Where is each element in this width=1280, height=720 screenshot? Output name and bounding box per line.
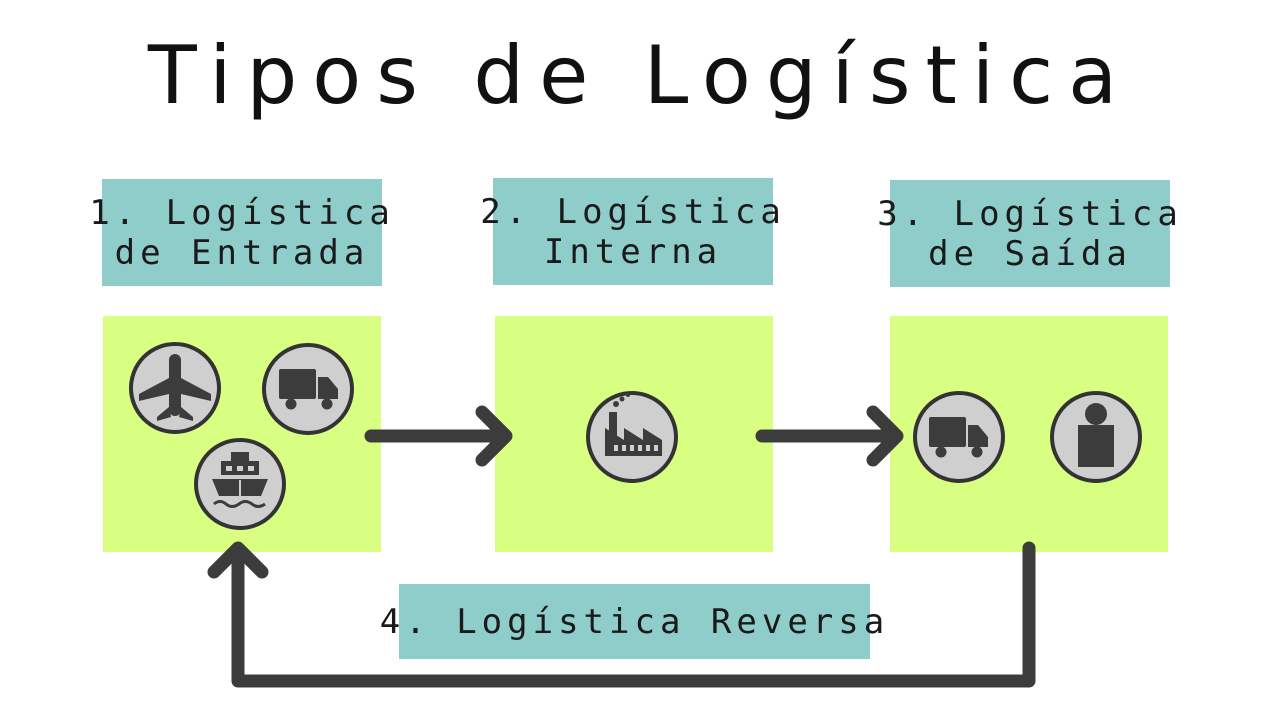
stage-2-label: 2. Logística Interna [480, 178, 781, 285]
stage-1-label-line2: de Entrada [114, 232, 370, 273]
stage-3-label-line1: 3. Logística [877, 193, 1183, 234]
truck-icon [262, 343, 354, 435]
stage-3-label-line2: de Saída [928, 233, 1132, 274]
reverse-logistics-label-text: 4. Logística Reversa [379, 601, 890, 642]
factory-icon [586, 391, 678, 483]
stage-2-label-line2: Interna [543, 231, 723, 272]
stage-2-label-line1: 2. Logística [480, 191, 786, 232]
stage-1-label-line1: 1. Logística [89, 192, 395, 233]
reverse-logistics-label: 4. Logística Reversa [380, 584, 884, 659]
ship-icon [194, 438, 286, 530]
page-title: Tipos de Logística [147, 29, 1133, 122]
arrow-1-to-2 [364, 405, 513, 467]
arrow-2-to-3 [755, 405, 904, 467]
reverse-arrow [207, 541, 1036, 688]
stage-1-label: 1. Logística de Entrada [89, 179, 390, 286]
customer-icon [1050, 391, 1142, 483]
truck-icon [913, 391, 1005, 483]
airplane-icon [129, 342, 221, 434]
stage-3-label: 3. Logística de Saída [877, 180, 1178, 287]
